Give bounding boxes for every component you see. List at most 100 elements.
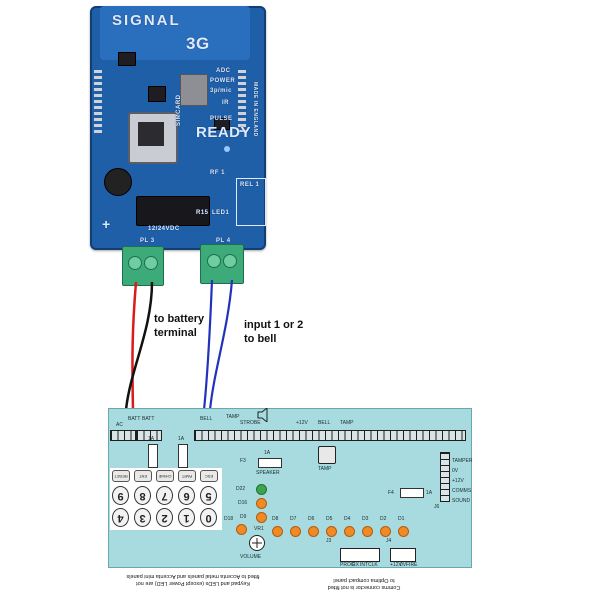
fuse-1-label: 1A (148, 436, 155, 442)
f4-label: F4 (388, 490, 394, 496)
ready-label: READY (196, 124, 252, 141)
fuse-2 (178, 444, 188, 468)
led-d5-label: D5 (326, 516, 333, 522)
module-antenna-area (100, 6, 250, 60)
block-label-int: INT (360, 562, 369, 568)
fuse-3 (258, 458, 282, 468)
module-header-right (238, 70, 246, 132)
blue-wire-2 (208, 279, 234, 411)
key-6[interactable]: 6 (178, 486, 195, 505)
led-d7-label: D7 (290, 516, 297, 522)
led-d22-label: D22 (236, 486, 246, 492)
led-d6-label: D6 (308, 516, 315, 522)
fuse-4-label: 1A (426, 490, 433, 496)
key-reset[interactable]: RESET (112, 470, 130, 482)
terminal-label-bell: BELL (200, 416, 213, 422)
module-capacitor (104, 168, 132, 196)
key-2[interactable]: 2 (156, 508, 173, 527)
key-ent[interactable]: ENT (134, 470, 152, 482)
power-label: 12/24VDC (148, 226, 180, 232)
terminal-label-bell-2: BELL (318, 420, 331, 426)
key-part[interactable]: PART (178, 470, 196, 482)
key-4[interactable]: 4 (112, 508, 129, 527)
key-1[interactable]: 1 (178, 508, 195, 527)
led-d16-label: D16 (238, 500, 248, 506)
tamper-switch[interactable] (318, 446, 336, 464)
module-side-label-0: ADC (216, 68, 231, 74)
prog-connector[interactable] (340, 548, 380, 562)
module-brand: SIGNAL (112, 12, 181, 29)
led-d3 (362, 526, 373, 537)
rf1-label: RF 1 (210, 170, 226, 176)
battery-label: to battery terminal (154, 313, 205, 339)
module-model: 3G (186, 34, 210, 53)
fire-connector[interactable] (390, 548, 416, 562)
blue-wire-1 (202, 279, 214, 411)
block-label-clk: CLK (368, 562, 378, 568)
rel1-label: REL 1 (240, 182, 260, 188)
key-3[interactable]: 3 (134, 508, 151, 527)
led-d7 (290, 526, 301, 537)
terminal-label-batt-2: BATT (142, 416, 155, 422)
pl4-screw-1[interactable] (207, 254, 221, 268)
made-in-label: MADE IN ENGLAND (252, 82, 258, 137)
led-d1-label: D1 (398, 516, 405, 522)
right-label-sound: SOUND (452, 498, 471, 504)
right-label-0v: 0V (452, 468, 459, 474)
vr1-label: VR1 (254, 526, 264, 532)
right-label-comms: COMMS (452, 488, 472, 494)
led-d8 (272, 526, 283, 537)
terminal-label-strobe: STROBE (240, 420, 261, 426)
ready-led (224, 146, 230, 152)
key-9[interactable]: 9 (112, 486, 129, 505)
block2-label-fire: FIRE (406, 562, 418, 568)
f3-label: F3 (240, 458, 246, 464)
pl3-screw-1[interactable] (128, 256, 142, 270)
tamp-label: TAMP (318, 466, 332, 472)
terminal-label-tamp: TAMP (226, 414, 240, 420)
speaker-label: SPEAKER (256, 470, 280, 476)
terminal-strip-main[interactable] (194, 430, 466, 441)
key-5[interactable]: 5 (200, 486, 217, 505)
pl4-screw-2[interactable] (223, 254, 237, 268)
key-7[interactable]: 7 (156, 486, 173, 505)
key-esc[interactable]: ESC (200, 470, 218, 482)
block2-label-12v: +12V (390, 562, 402, 568)
led-d18 (236, 524, 247, 535)
module-chip-c (118, 52, 136, 66)
led-d9 (256, 512, 267, 523)
comms-connector[interactable] (440, 452, 450, 502)
terminal-strip-ac[interactable] (110, 430, 136, 441)
pl3-label: PL 3 (140, 238, 155, 244)
footnote-keypad: Keypad and LEDs (except Power LED) are n… (126, 573, 260, 586)
led1-label: LED1 (212, 210, 230, 216)
led-d4-label: D4 (344, 516, 351, 522)
module-connector (136, 196, 210, 226)
right-label-12v: +12V (452, 478, 464, 484)
key-chime[interactable]: CHIME (156, 470, 174, 482)
module-header-left (94, 70, 102, 136)
led-d16 (256, 498, 267, 509)
j6-label: J6 (434, 504, 440, 510)
black-wire (124, 281, 154, 411)
pl4-terminal-block[interactable] (200, 244, 244, 284)
fuse-3-label: 1A (264, 450, 271, 456)
terminal-strip-batt[interactable] (136, 430, 162, 441)
module-side-label-1: POWER (210, 78, 236, 84)
led-d3-label: D3 (362, 516, 369, 522)
block2-label-0v: 0V (400, 562, 407, 568)
relay-outline (236, 178, 266, 226)
led-d8-label: D8 (272, 516, 279, 522)
key-0[interactable]: 0 (200, 508, 217, 527)
block-label-rx: RX (352, 562, 359, 568)
led-d22 (256, 484, 267, 495)
volume-knob[interactable] (248, 534, 266, 552)
key-8[interactable]: 8 (134, 486, 151, 505)
led-d9-label: D9 (240, 514, 247, 520)
module-regulator (180, 74, 208, 106)
footnote-comms: Comms connector is not fitted to Optima … (327, 577, 401, 590)
volume-label: VOLUME (240, 554, 262, 560)
pl3-screw-2[interactable] (144, 256, 158, 270)
terminal-label-batt-1: BATT (128, 416, 141, 422)
right-label-tamper: TAMPER (452, 458, 473, 464)
